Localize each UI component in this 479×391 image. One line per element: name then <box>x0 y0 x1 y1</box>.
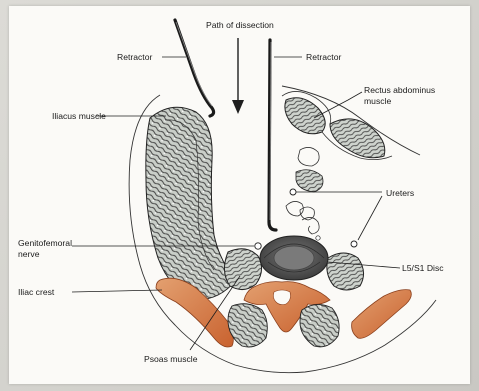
paraspinal-muscle-right <box>300 304 339 346</box>
label-rectus-line1: Rectus abdominus <box>364 85 435 95</box>
label-l5s1-disc: L5/S1 Disc <box>402 263 444 273</box>
rectus-muscle-left <box>285 98 325 134</box>
leader-ureters-right <box>358 196 382 240</box>
label-psoas-muscle: Psoas muscle <box>144 354 198 364</box>
label-iliacus-muscle: Iliacus muscle <box>52 111 106 121</box>
label-retractor-left: Retractor <box>117 52 152 62</box>
ureter-left <box>290 189 296 195</box>
label-ureters: Ureters <box>386 188 414 198</box>
ureter-right <box>351 241 357 247</box>
label-genitofemoral-line1: Genitofemoral <box>18 238 72 248</box>
label-genitofemoral-line2: nerve <box>18 249 40 259</box>
disc-nucleus <box>274 246 314 270</box>
peritoneum-loop-1 <box>298 147 319 166</box>
peritoneum-curl <box>302 217 319 234</box>
peritoneum-loop-2 <box>296 170 323 192</box>
iliac-crest-right <box>352 290 412 339</box>
label-rectus-line2: muscle <box>364 96 391 106</box>
leader-iliac-crest <box>72 290 162 292</box>
rectus-muscle-right <box>330 119 385 158</box>
iliacus-muscle <box>146 107 236 300</box>
label-path-of-dissection: Path of dissection <box>206 20 274 30</box>
psoas-muscle-left <box>224 249 261 290</box>
dissection-arrow-head <box>232 100 244 114</box>
label-retractor-right: Retractor <box>306 52 341 62</box>
label-iliac-crest: Iliac crest <box>18 287 55 297</box>
psoas-muscle-right <box>327 253 364 290</box>
genitofemoral-nerve-dot <box>255 243 261 249</box>
paraspinal-muscle-left <box>228 304 267 347</box>
vessel-dot-1 <box>316 236 320 240</box>
